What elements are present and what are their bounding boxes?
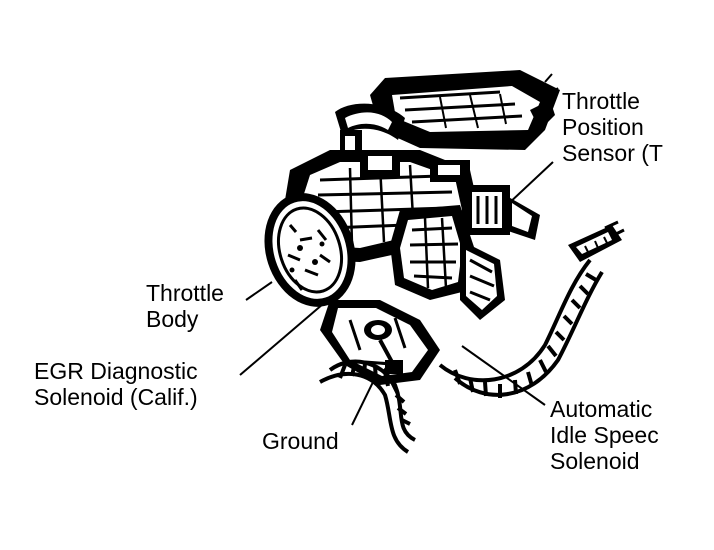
ground-label-line-1: Ground — [262, 428, 339, 454]
egr-label-line-2: Solenoid (Calif.) — [34, 384, 198, 410]
aiss-label-line-1: Automatic — [550, 396, 653, 422]
egr-label: EGR Diagnostic Solenoid (Calif.) — [34, 358, 198, 410]
leader-throttle-body — [245, 281, 273, 301]
leader-ground — [351, 379, 375, 426]
leader-lines — [239, 161, 554, 426]
egr-label-line-1: EGR Diagnostic — [34, 358, 198, 384]
leader-egr — [239, 297, 331, 376]
leader-aiss — [461, 345, 546, 406]
tps-label-line-2: Position — [562, 114, 644, 140]
throttle-body-label: Throttle Body — [146, 280, 224, 332]
right-wire-loom — [438, 258, 604, 398]
aiss-label-line-2: Idle Speec — [550, 422, 659, 448]
intake-plenum — [370, 70, 560, 150]
tps-connector — [465, 185, 540, 240]
aiss-label-line-3: Solenoid — [550, 448, 640, 474]
throttle-body-label-line-2: Body — [146, 306, 199, 332]
leader-tps — [505, 161, 554, 207]
lower-housing — [320, 300, 440, 385]
throttle-body-label-line-1: Throttle — [146, 280, 224, 306]
throttle-bore — [264, 193, 356, 307]
tps-label-line-3: Sensor (T — [562, 140, 663, 166]
idle-speed-solenoid — [390, 205, 505, 320]
left-wire-loom — [319, 359, 417, 454]
harness-connector — [568, 220, 625, 262]
tps-label: Throttle Position Sensor (T — [562, 88, 663, 166]
tps-label-line-1: Throttle — [562, 88, 640, 114]
aiss-label: Automatic Idle Speec Solenoid — [550, 396, 659, 474]
ground-label: Ground — [262, 428, 339, 454]
